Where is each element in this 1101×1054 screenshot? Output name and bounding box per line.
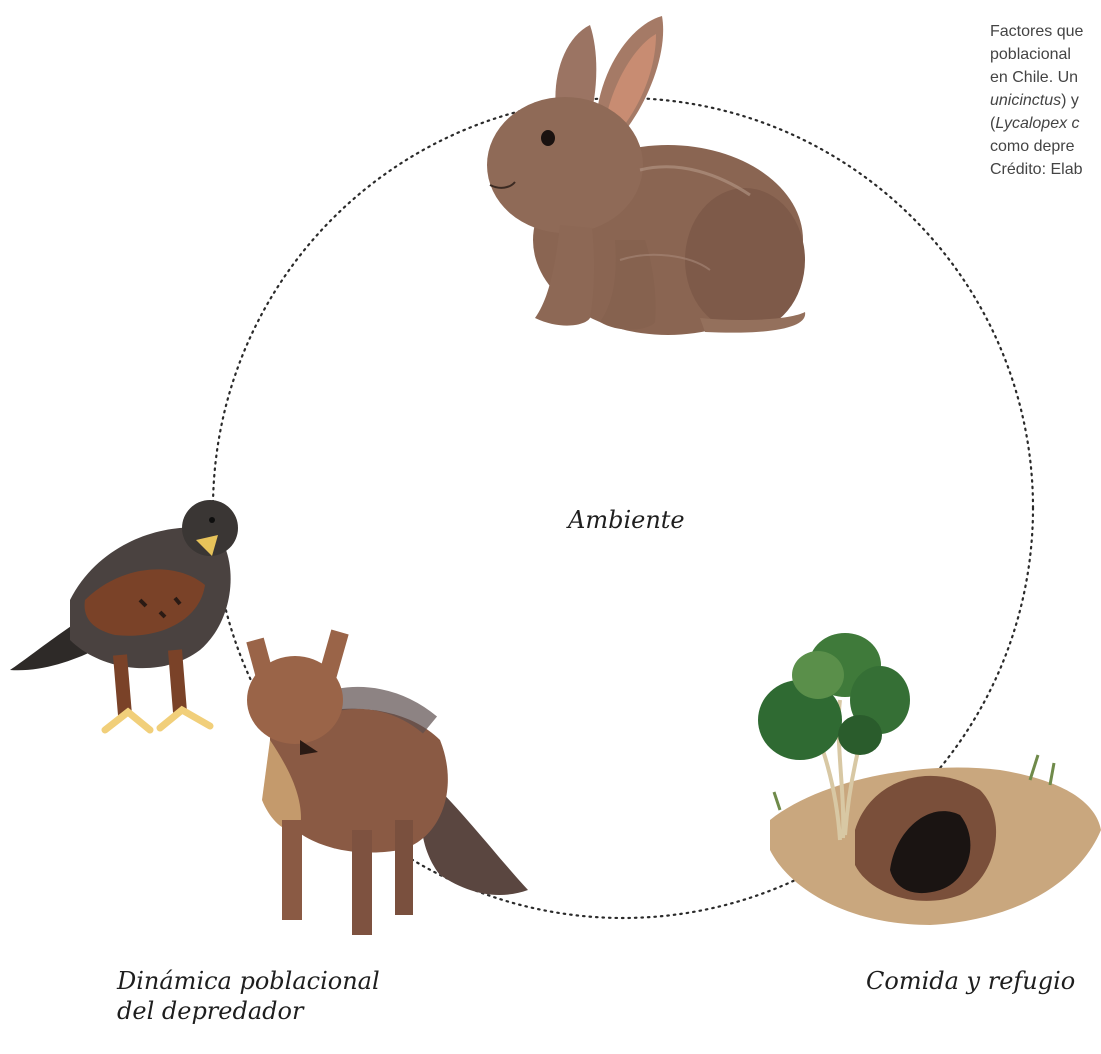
caption-line: unicinctus) y — [990, 89, 1101, 112]
center-label: Ambiente — [568, 505, 685, 535]
caption-italic: unicinctus — [990, 92, 1061, 109]
predator-label-line2: del depredador — [117, 996, 380, 1026]
predator-label-line1: Dinámica poblacional — [117, 966, 380, 996]
fox-illustration — [247, 632, 528, 935]
predator-label: Dinámica poblacional del depredador — [117, 966, 380, 1026]
caption-text: ) y — [1061, 92, 1079, 109]
caption-line: (Lycalopex c — [990, 112, 1101, 135]
rabbit-illustration — [487, 16, 805, 335]
caption-italic: Lycalopex c — [995, 115, 1079, 132]
figure-caption: Factores que poblacional en Chile. Un un… — [990, 20, 1101, 181]
caption-line: poblacional — [990, 43, 1101, 66]
burrow-illustration — [770, 755, 1101, 925]
hawk-illustration — [10, 500, 238, 730]
caption-line: como depre — [990, 135, 1101, 158]
caption-line: en Chile. Un — [990, 66, 1101, 89]
caption-line: Crédito: Elab — [990, 158, 1101, 181]
food-label: Comida y refugio — [866, 966, 1075, 996]
caption-line: Factores que — [990, 20, 1101, 43]
